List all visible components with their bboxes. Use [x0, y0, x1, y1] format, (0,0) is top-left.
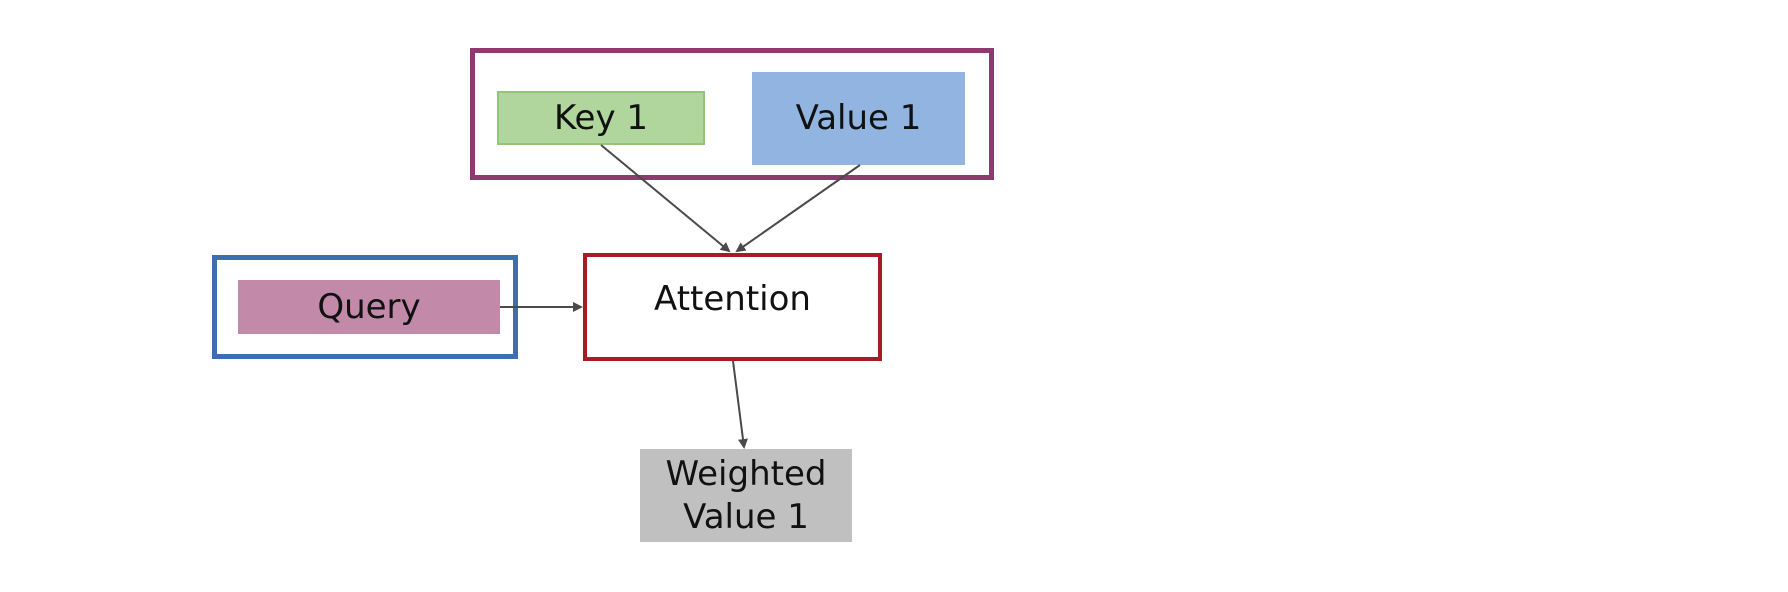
weighted-value-line2: Value 1	[683, 496, 809, 537]
key-label: Key 1	[553, 97, 649, 138]
key-value-group-frame	[470, 48, 994, 180]
key-node: Key 1	[497, 91, 705, 145]
value-node: Value 1	[752, 72, 965, 165]
attention-node: Attention	[583, 253, 882, 361]
weighted-value-line1: Weighted	[665, 454, 827, 494]
query-node: Query	[238, 280, 500, 334]
value-label: Value 1	[795, 98, 922, 139]
attention-label: Attention	[654, 279, 811, 319]
weighted-value-node: Weighted Value 1	[640, 449, 852, 542]
arrow-attention-to-weighted	[732, 360, 748, 449]
query-label: Query	[317, 286, 421, 327]
